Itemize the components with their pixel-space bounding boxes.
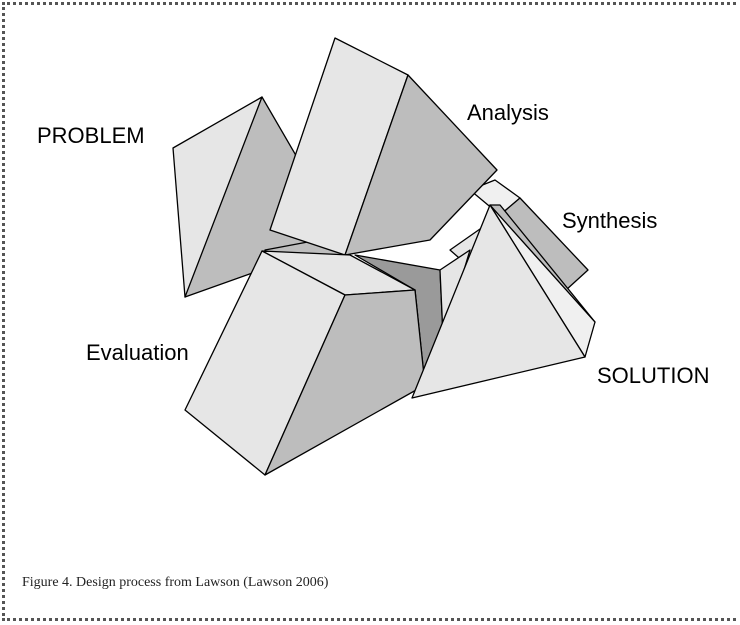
- analysis-block: [264, 37, 498, 263]
- evaluation-label: Evaluation: [86, 340, 189, 365]
- figure-caption: Figure 4. Design process from Lawson (La…: [22, 575, 329, 590]
- synthesis-label: Synthesis: [562, 208, 657, 233]
- solution-block: [411, 204, 596, 399]
- evaluation-block: [184, 250, 426, 476]
- problem-label: PROBLEM: [37, 123, 145, 148]
- solution-label: SOLUTION: [597, 363, 709, 388]
- analysis-label: Analysis: [467, 100, 549, 125]
